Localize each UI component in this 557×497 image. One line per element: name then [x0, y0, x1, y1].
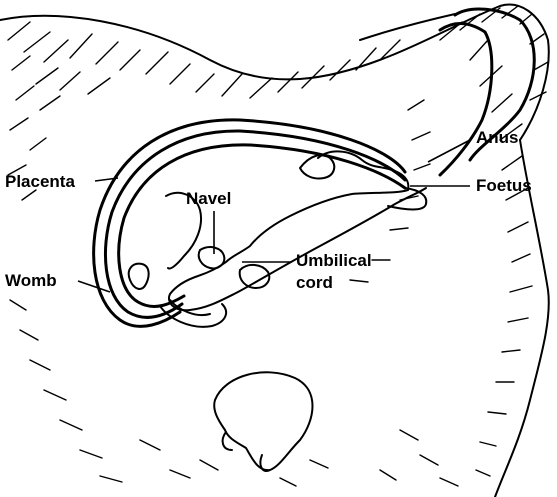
label-placenta: Placenta	[5, 172, 75, 192]
leader-lines	[78, 140, 470, 292]
tail	[440, 9, 534, 175]
womb-wall	[94, 120, 427, 326]
hair-strokes	[8, 6, 548, 486]
udder	[214, 372, 312, 471]
label-womb: Womb	[5, 271, 57, 291]
label-anus: Anus	[476, 128, 519, 148]
label-navel: Navel	[186, 189, 231, 209]
label-foetus: Foetus	[476, 176, 532, 196]
cow-body-outline	[0, 5, 549, 497]
label-cord: cord	[296, 273, 333, 293]
label-umbilical: Umbilical	[296, 251, 372, 271]
